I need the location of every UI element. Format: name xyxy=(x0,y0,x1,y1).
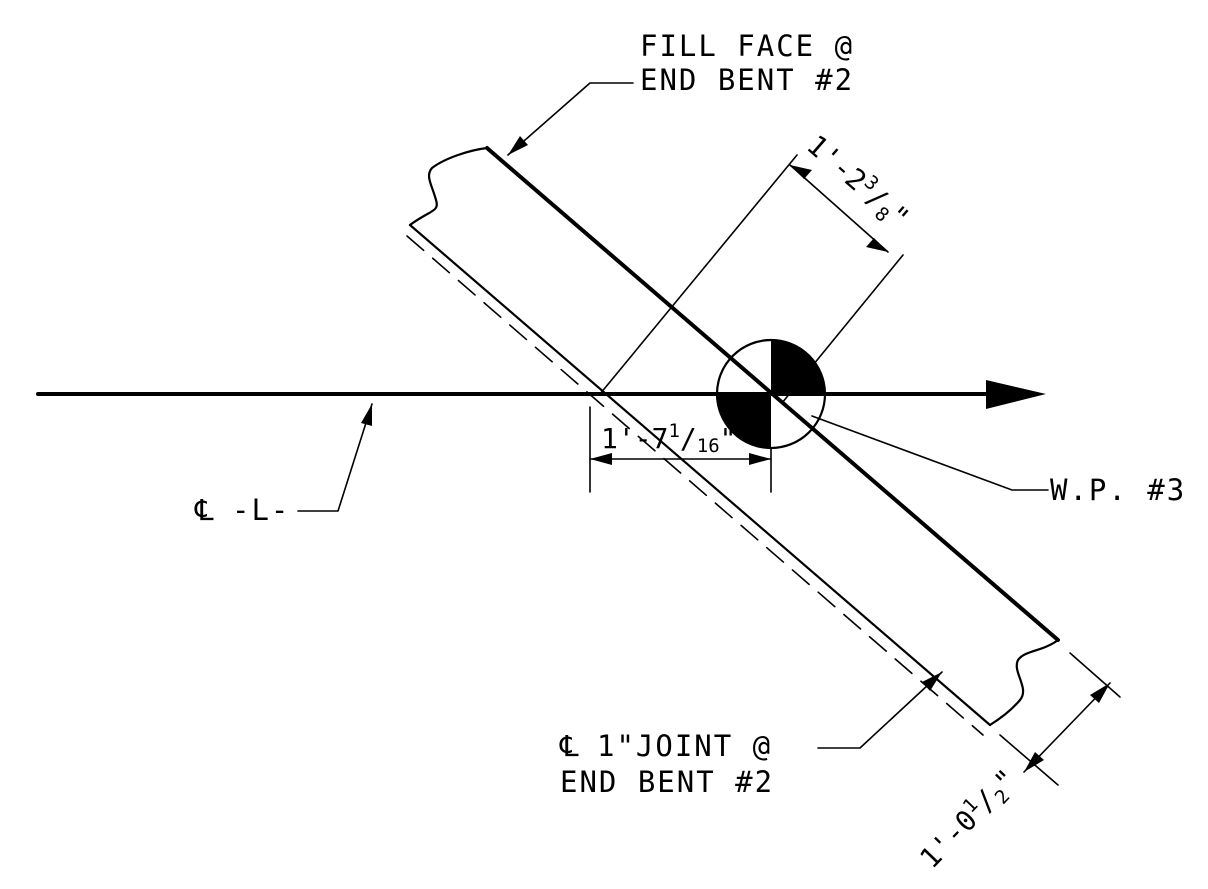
fill-face-label: FILL FACE @ END BENT #2 xyxy=(507,29,854,156)
bottom-break-line xyxy=(988,638,1060,727)
centerline-l xyxy=(36,380,1046,409)
skew-arrow-bottom xyxy=(866,238,888,252)
joint-extension-line-top xyxy=(1069,652,1121,698)
centerline-symbol: ℄ xyxy=(194,493,216,527)
fill-face-leader xyxy=(507,82,634,156)
joint-leader-arrow xyxy=(922,672,942,691)
centerline-arrowhead xyxy=(986,380,1046,409)
fill-face-leader-arrow xyxy=(508,136,528,155)
skew-arrow-top xyxy=(790,165,812,179)
work-point-text: W.P. #3 xyxy=(1050,473,1186,507)
offset-text: 1'-71/16" xyxy=(601,420,737,457)
work-point-leader xyxy=(811,415,1049,491)
joint-label: ℄ 1"JOINT @ END BENT #2 xyxy=(559,671,943,799)
centerline-name: -L- xyxy=(232,493,290,527)
work-point-label: W.P. #3 xyxy=(811,415,1186,507)
top-break-line xyxy=(408,146,489,227)
joint-leader xyxy=(817,671,943,749)
wp-quadrant-upper-right xyxy=(771,340,825,394)
joint-arrow-bottom xyxy=(1024,752,1044,772)
joint-label-line1: 1"JOINT @ xyxy=(597,729,772,763)
offset-dimension: 1'-71/16" xyxy=(589,406,772,493)
skew-width-dimension: 1'-23/8" xyxy=(599,127,917,404)
joint-extension-line-bottom xyxy=(999,734,1059,786)
skew-dimension-line xyxy=(789,164,889,253)
back-face-line xyxy=(408,223,992,727)
skew-width-text: 1'-23/8" xyxy=(798,127,917,238)
joint-arrow-top xyxy=(1090,683,1110,703)
centerline-label: ℄ -L- xyxy=(194,403,373,527)
work-point-symbol xyxy=(715,338,827,450)
joint-label-line2: END BENT #2 xyxy=(560,765,774,799)
joint-offset-text: 1'-01/2" xyxy=(912,761,1026,877)
joint-offset-dimension: 1'-01/2" xyxy=(912,652,1121,877)
skew-extension-line-left xyxy=(599,154,798,395)
fill-face-label-line1: FILL FACE @ xyxy=(640,29,854,63)
fill-face-label-line2: END BENT #2 xyxy=(640,63,854,97)
centerline-leader-arrow xyxy=(361,404,372,426)
wp-quadrant-lower-left xyxy=(717,394,771,448)
joint-label-symbol: ℄ xyxy=(559,729,581,763)
joint-centerline-dashed xyxy=(406,235,984,736)
centerline-leader xyxy=(297,403,373,512)
offset-arrow-left xyxy=(590,453,612,465)
skew-extension-line-right xyxy=(781,254,904,404)
offset-arrow-right xyxy=(749,453,771,465)
